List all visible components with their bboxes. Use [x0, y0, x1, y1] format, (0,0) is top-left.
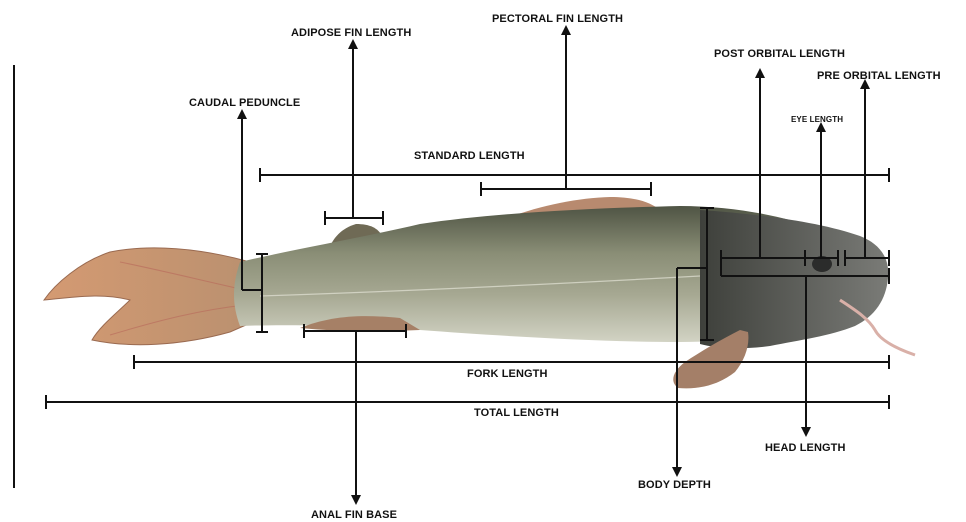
fork-length-label: FORK LENGTH	[467, 368, 548, 380]
fish-head	[700, 210, 888, 348]
standard-length-label: STANDARD LENGTH	[414, 150, 525, 162]
pre-orbital-length-label: PRE ORBITAL LENGTH	[817, 70, 941, 82]
eye-length-label: EYE LENGTH	[791, 115, 843, 124]
caudal-fin	[44, 248, 262, 345]
caudal-peduncle-label: CAUDAL PEDUNCLE	[189, 97, 300, 109]
body-depth-label: BODY DEPTH	[638, 479, 711, 491]
fish-illustration	[44, 197, 915, 388]
adipose-fin-length-label: ADIPOSE FIN LENGTH	[291, 27, 411, 39]
pectoral-fin-length-label: PECTORAL FIN LENGTH	[492, 13, 623, 25]
anal-fin-base-label: ANAL FIN BASE	[311, 509, 397, 521]
head-length-label: HEAD LENGTH	[765, 442, 846, 454]
post-orbital-length-label: POST ORBITAL LENGTH	[714, 48, 845, 60]
total-length-label: TOTAL LENGTH	[474, 407, 559, 419]
